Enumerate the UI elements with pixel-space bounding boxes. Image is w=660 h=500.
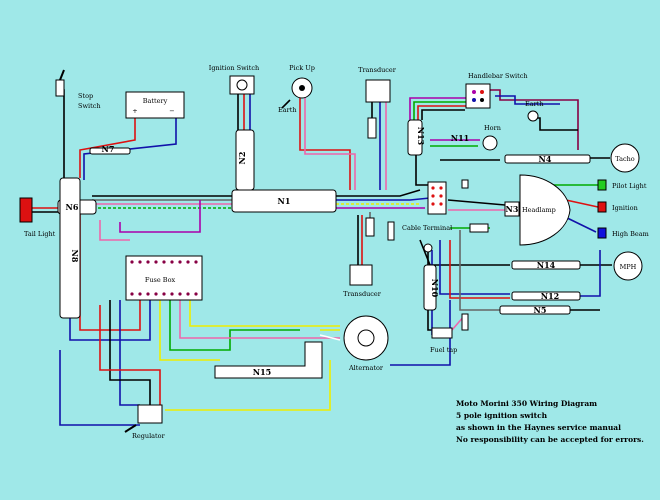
svg-text:Fuel tap: Fuel tap xyxy=(430,346,457,354)
label-n5: N5 xyxy=(534,305,547,315)
label-n8: N8 xyxy=(70,250,80,263)
note-line-3: as shown in the Haynes service manual xyxy=(456,423,621,432)
label-n4: N4 xyxy=(539,154,552,164)
label-n1: N1 xyxy=(278,196,291,206)
harness-n5 xyxy=(499,305,571,315)
label-n2: N2 xyxy=(237,152,247,165)
harness-n15 xyxy=(214,341,323,379)
svg-text:Transducer: Transducer xyxy=(358,66,397,74)
harness-n3 xyxy=(504,201,520,217)
svg-text:Regulator: Regulator xyxy=(132,432,166,440)
harness-n7 xyxy=(89,147,131,155)
svg-text:Handlebar Switch: Handlebar Switch xyxy=(468,72,528,80)
svg-text:Stop: Stop xyxy=(78,92,93,100)
cable-terminal: Cable Terminal xyxy=(387,179,489,253)
svg-text:High Beam: High Beam xyxy=(612,230,649,238)
harness-n8 xyxy=(59,177,81,319)
note-title: Moto Morini 350 Wiring Diagram xyxy=(456,399,597,408)
svg-text:Fuse Box: Fuse Box xyxy=(145,276,176,284)
label-n12: N12 xyxy=(541,291,559,301)
svg-text:Ignition Switch: Ignition Switch xyxy=(209,64,259,72)
stop-switch: Stop Switch xyxy=(55,69,101,110)
svg-text:Earth: Earth xyxy=(525,100,544,108)
svg-text:Transducer: Transducer xyxy=(343,290,382,298)
tail-light: Tail Light xyxy=(19,197,56,238)
transducer-bottom: Transducer xyxy=(343,217,382,298)
pilot-light-lamp xyxy=(597,179,607,191)
svg-text:−: − xyxy=(169,107,174,115)
harness-n2 xyxy=(235,129,255,191)
harness-n4 xyxy=(504,154,591,164)
horn: Horn xyxy=(482,124,501,151)
regulator: Regulator xyxy=(124,404,166,440)
label-n6: N6 xyxy=(66,202,79,212)
harnesses xyxy=(57,119,591,379)
harness-n10 xyxy=(423,264,437,311)
handlebar-switch: Handlebar Switch xyxy=(465,72,528,109)
svg-text:Battery: Battery xyxy=(143,97,168,105)
ignition-switch: Ignition Switch xyxy=(209,64,259,95)
headlamp: Headlamp xyxy=(519,174,571,246)
diagram-notes: Moto Morini 350 Wiring Diagram 5 pole ig… xyxy=(456,399,644,444)
svg-text:Tail Light: Tail Light xyxy=(24,230,56,238)
tacho: Tacho xyxy=(610,143,640,173)
label-n3: N3 xyxy=(506,204,519,214)
harness-n14 xyxy=(511,260,581,270)
earth-right: Earth xyxy=(525,100,544,122)
svg-text:Pilot Light: Pilot Light xyxy=(612,182,647,190)
fuel-tap: Fuel tap xyxy=(430,313,469,354)
label-n11: N11 xyxy=(451,133,469,143)
label-n15: N15 xyxy=(253,367,271,377)
note-line-4: No responsibility can be accepted for er… xyxy=(456,435,644,444)
svg-text:Horn: Horn xyxy=(484,124,501,132)
label-n13: N13 xyxy=(416,127,426,146)
harness-n12 xyxy=(511,291,581,301)
svg-text:Switch: Switch xyxy=(78,102,101,110)
indicator-lights: Pilot Light Ignition High Beam xyxy=(597,179,649,239)
alternator: Alternator xyxy=(343,315,389,372)
svg-text:Earth: Earth xyxy=(278,106,297,114)
battery: Battery + − xyxy=(125,91,185,119)
transducer-top: Transducer xyxy=(358,66,397,139)
svg-text:Alternator: Alternator xyxy=(348,364,384,372)
harness-n13 xyxy=(407,119,423,156)
label-n7: N7 xyxy=(102,144,115,154)
label-n10: N10 xyxy=(430,279,440,298)
note-line-2: 5 pole ignition switch xyxy=(456,411,548,420)
ignition-lamp xyxy=(597,201,607,213)
mph: MPH xyxy=(613,251,643,281)
svg-text:Ignition: Ignition xyxy=(612,204,638,212)
svg-text:Headlamp: Headlamp xyxy=(522,206,556,214)
label-n14: N14 xyxy=(537,260,556,270)
svg-text:Cable Terminal: Cable Terminal xyxy=(402,224,452,232)
svg-text:MPH: MPH xyxy=(620,263,637,271)
fuse-box: Fuse Box xyxy=(125,255,203,301)
high-beam-lamp xyxy=(597,227,607,239)
svg-text:+: + xyxy=(132,107,137,115)
harness-n1 xyxy=(231,189,337,213)
harness-labels: N1 N2 N6 N7 N8 N13 N11 N4 N3 N14 N12 N5 … xyxy=(66,127,560,377)
pick-up: Pick Up Earth xyxy=(278,64,315,114)
svg-text:Pick Up: Pick Up xyxy=(289,64,315,72)
svg-text:Tacho: Tacho xyxy=(615,155,635,163)
